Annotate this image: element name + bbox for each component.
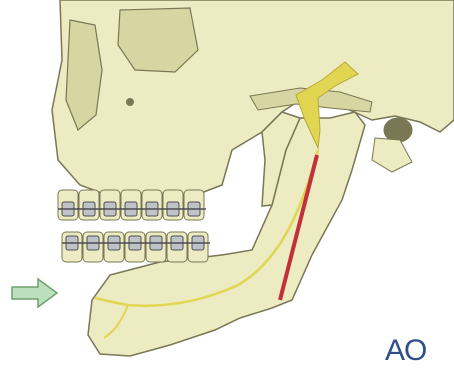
infraorbital-foramen (126, 98, 134, 106)
mastoid-process (372, 138, 412, 172)
dental-braces (58, 190, 210, 262)
arrow-right-icon (12, 279, 57, 307)
ao-logo: AO (385, 336, 426, 366)
nasal-cavity (66, 20, 102, 130)
cranium (52, 0, 454, 205)
ear-canal (384, 118, 412, 142)
